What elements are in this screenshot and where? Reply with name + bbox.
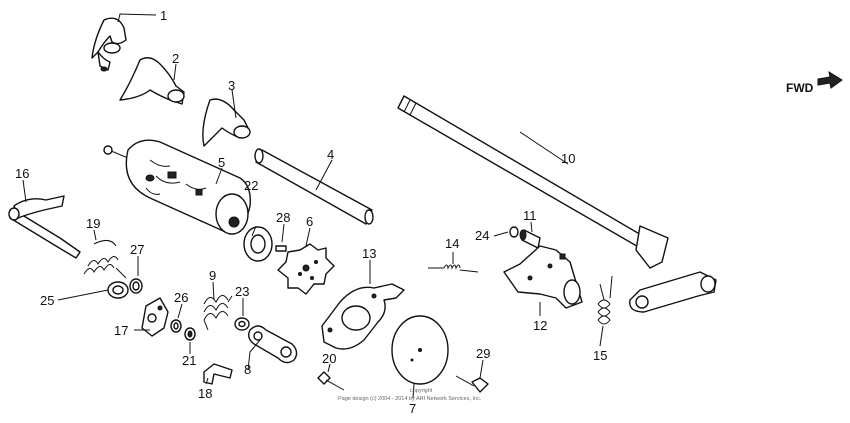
part-spring-19[interactable] [83,240,127,279]
callout-14[interactable]: 14 [445,236,459,251]
part-shift-arm-shaft[interactable] [8,195,81,259]
callout-20[interactable]: 20 [322,351,336,366]
callout-21[interactable]: 21 [182,353,196,368]
callout-8[interactable]: 8 [244,362,251,377]
part-washer-24[interactable] [509,226,519,238]
part-pin-28[interactable] [275,245,287,252]
part-washer-26[interactable] [170,319,182,333]
callout-22[interactable]: 22 [244,178,258,193]
part-guide-plate[interactable] [321,283,405,350]
callout-29[interactable]: 29 [476,346,490,361]
fwd-arrow-icon [817,70,843,89]
part-bolt-20[interactable] [317,371,345,391]
callout-12[interactable]: 12 [533,318,547,333]
part-shift-fork-2[interactable] [119,57,185,105]
part-bolt-29[interactable] [455,375,489,393]
fwd-indicator: FWD [786,70,843,95]
callout-23[interactable]: 23 [235,284,249,299]
callout-7[interactable]: 7 [409,401,416,416]
callout-18[interactable]: 18 [198,386,212,401]
part-shift-drum[interactable] [103,139,251,235]
callout-27[interactable]: 27 [130,242,144,257]
callout-17[interactable]: 17 [114,323,128,338]
part-ring-23[interactable] [234,317,250,331]
callout-1[interactable]: 1 [160,8,167,23]
part-spring-15[interactable] [597,275,613,325]
part-nut-21[interactable] [184,327,196,341]
part-shift-fork-1[interactable] [91,17,127,72]
callout-3[interactable]: 3 [228,78,235,93]
callout-2[interactable]: 2 [172,51,179,66]
leader-lines [22,13,604,399]
callout-11[interactable]: 11 [523,208,537,223]
callout-4[interactable]: 4 [327,147,334,162]
callout-10[interactable]: 10 [561,151,575,166]
part-washer-22[interactable] [243,226,273,262]
callout-13[interactable]: 13 [362,246,376,261]
part-fork-shaft[interactable] [254,148,374,225]
part-stopper-plate[interactable] [141,297,169,337]
part-star-plate[interactable] [277,243,335,295]
copyright-line: Page design (c) 2004 - 2014 by ARI Netwo… [338,396,482,402]
callout-25[interactable]: 25 [40,293,54,308]
part-bracket-18[interactable] [203,363,233,385]
callout-15[interactable]: 15 [593,348,607,363]
callout-5[interactable]: 5 [218,155,225,170]
callout-19[interactable]: 19 [86,216,100,231]
fwd-label: FWD [786,81,814,95]
part-shift-fork-3[interactable] [202,98,251,147]
part-spring-14[interactable] [428,264,479,273]
callout-6[interactable]: 6 [306,214,313,229]
callout-28[interactable]: 28 [276,210,290,225]
copyright-notice: copyright Page design (c) 2004 - 2014 by… [338,388,482,402]
part-washer-25[interactable] [107,281,129,299]
callout-numbers: 1 2 3 4 5 6 7 8 9 10 11 12 13 14 15 16 1… [15,8,607,416]
part-shift-plate[interactable] [503,245,583,309]
copyright-top: copyright [410,388,433,394]
part-spring-9[interactable] [203,295,233,331]
part-pivot-bolt-11[interactable] [519,229,541,249]
part-gearshift-spindle[interactable] [397,95,717,313]
part-pawl-arm[interactable] [247,325,298,364]
callout-9[interactable]: 9 [209,268,216,283]
part-gasket-disc[interactable] [391,315,449,385]
callout-24[interactable]: 24 [475,228,489,243]
part-ring-27[interactable] [129,278,143,294]
callout-16[interactable]: 16 [15,166,29,181]
callout-26[interactable]: 26 [174,290,188,305]
